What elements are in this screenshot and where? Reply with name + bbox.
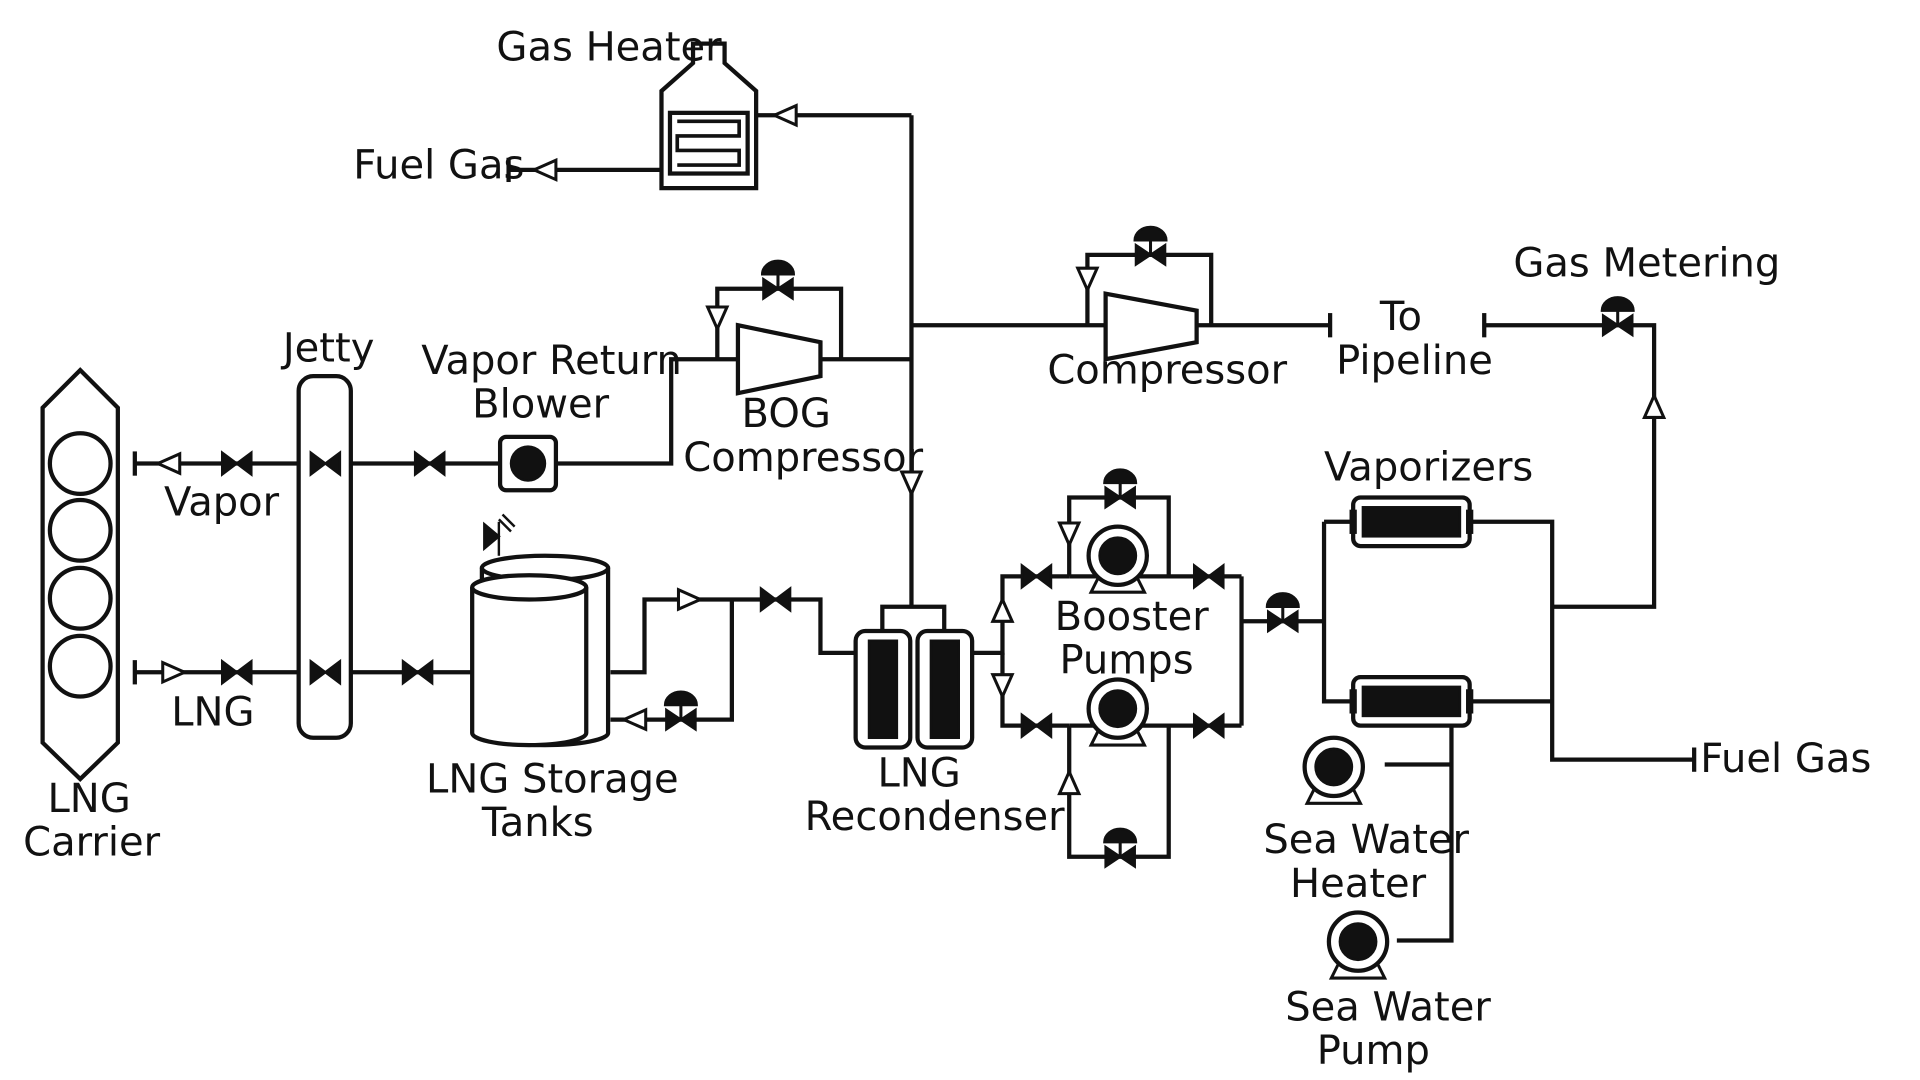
compressor-bypass-control-valve[interactable] — [1133, 225, 1168, 267]
booster-upper-inlet-valve[interactable] — [1020, 564, 1053, 589]
label-jetty: Jetty — [280, 326, 375, 372]
lng-valve[interactable] — [220, 660, 253, 685]
label-vapor-return-blower-1: Vapor Return — [421, 338, 682, 384]
label-vapor: Vapor — [164, 480, 280, 526]
vapor-flow-arrow — [156, 452, 182, 475]
label-compressor: Compressor — [1047, 347, 1287, 393]
compressor — [1103, 291, 1199, 362]
label-lng-recondenser-1: LNG — [877, 750, 960, 796]
booster-upper-bypass-flow-arrow — [1057, 521, 1081, 547]
label-lng-carrier-2: Carrier — [23, 820, 160, 866]
label-bog-compressor-1: BOG — [742, 391, 831, 437]
recondenser-inlet-valve[interactable] — [759, 587, 792, 612]
vaporizer-inlet-control-valve[interactable] — [1265, 591, 1301, 633]
label-lng-recondenser-2: Recondenser — [805, 794, 1065, 840]
bog-bypass-control-valve[interactable] — [760, 259, 796, 301]
label-vapor-return-blower-2: Blower — [472, 381, 609, 427]
gas-heater — [659, 41, 759, 191]
label-sea-water-pump-2: Pump — [1317, 1028, 1430, 1074]
label-booster-pumps-2: Pumps — [1060, 637, 1194, 683]
label-fuel-gas-top: Fuel Gas — [353, 142, 524, 188]
vapor-return-blower — [497, 434, 559, 493]
heater-inlet-flow-arrow — [772, 104, 798, 127]
label-fuel-gas-right: Fuel Gas — [1700, 736, 1871, 782]
label-to-pipeline-2: Pipeline — [1336, 338, 1493, 384]
booster-lower-inlet-valve[interactable] — [1020, 713, 1053, 738]
tank-inlet-valve[interactable] — [401, 660, 434, 685]
lng-storage-tanks — [470, 513, 611, 748]
label-bog-compressor-2: Compressor — [683, 435, 923, 481]
vapor-valve[interactable] — [220, 451, 253, 476]
booster-upper-outlet-valve[interactable] — [1192, 564, 1225, 589]
bog-compressor — [735, 322, 823, 396]
tank-return-flow-arrow — [622, 708, 648, 731]
booster-lower-bypass-flow-arrow — [1057, 770, 1081, 796]
bog-bypass-flow-arrow — [706, 305, 729, 331]
lng-carrier — [40, 367, 120, 783]
label-lng-line: LNG — [171, 690, 254, 736]
booster-upper-bypass-control-valve[interactable] — [1102, 468, 1138, 509]
label-gas-metering: Gas Metering — [1513, 241, 1780, 287]
booster-pump-upper — [1089, 527, 1147, 593]
label-lng-storage-tanks-2: Tanks — [481, 800, 594, 846]
vaporizer-upper — [1353, 498, 1469, 547]
label-sea-water-heater-2: Heater — [1290, 861, 1427, 907]
tank-return-control-valve[interactable] — [663, 690, 699, 731]
booster-lower-outlet-valve[interactable] — [1192, 713, 1225, 738]
label-sea-water-pump-1: Sea Water — [1285, 985, 1491, 1031]
jetty — [296, 374, 353, 740]
lng-recondenser — [853, 628, 975, 750]
lng-flow-arrow — [161, 661, 187, 684]
label-vaporizers: Vaporizers — [1324, 445, 1533, 491]
compressor-bypass-flow-arrow — [1076, 266, 1099, 292]
blower-inlet-valve[interactable] — [413, 451, 446, 476]
label-gas-heater: Gas Heater — [496, 25, 722, 71]
label-to-pipeline-1: To — [1379, 294, 1422, 340]
label-booster-pumps-1: Booster — [1055, 594, 1210, 640]
booster-pump-lower — [1089, 680, 1147, 746]
label-lng-carrier-1: LNG — [47, 776, 130, 822]
fuel-gas-flow-arrow — [532, 158, 558, 182]
gas-metering-flow-arrow — [1642, 394, 1666, 419]
booster-lower-bypass-control-valve[interactable] — [1102, 827, 1138, 868]
tank-outlet-flow-arrow — [676, 588, 702, 611]
label-lng-storage-tanks-1: LNG Storage — [426, 756, 679, 802]
vaporizer-lower — [1353, 677, 1469, 726]
sea-water-heater — [1305, 738, 1363, 804]
sea-water-pump — [1329, 913, 1387, 979]
gas-metering-control-valve[interactable] — [1600, 295, 1636, 337]
booster-lower-flow-arrow — [991, 673, 1014, 699]
booster-upper-flow-arrow — [991, 597, 1014, 623]
label-sea-water-heater-1: Sea Water — [1263, 817, 1469, 863]
